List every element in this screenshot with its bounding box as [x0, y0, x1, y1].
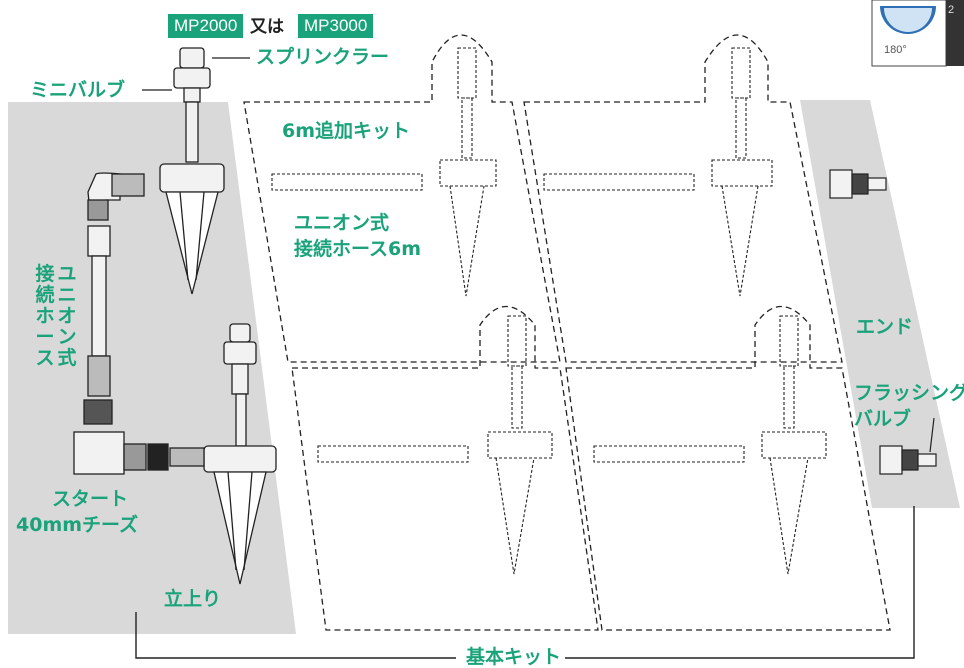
corner-badge: 180° 2	[872, 0, 964, 66]
end-fitting	[829, 169, 887, 199]
mini-valve-label: ミニバルブ	[30, 79, 126, 101]
sprinkler-label: スプリンクラー	[256, 46, 390, 68]
kit-sprinkler-1	[271, 47, 497, 297]
kit-6m-label: 6m追加キット	[282, 120, 411, 142]
riser-1	[159, 47, 225, 295]
riser-label: 立上り	[164, 588, 222, 610]
flushing-valve-fitting	[879, 445, 937, 475]
kit-sprinkler-2	[543, 47, 773, 297]
end-label: エンド	[856, 316, 914, 338]
page-number: 2	[948, 4, 955, 16]
kit-sprinkler-4	[593, 315, 827, 575]
kit-outline-3	[291, 306, 599, 631]
riser-2	[203, 323, 277, 585]
flushing-label-1: フラッシング	[854, 382, 964, 404]
or-label: 又は	[250, 17, 284, 37]
pointer-lines	[142, 57, 935, 453]
basic-kit-label: 基本キット	[462, 646, 566, 668]
basic-kit-bracket	[135, 506, 915, 659]
end-panel	[800, 100, 960, 508]
kit-outline-2	[523, 34, 843, 363]
mp3000-badge: MP3000	[298, 14, 374, 38]
union-hose-label-1: ユニオン式	[294, 212, 390, 234]
start-label-1: スタート	[52, 488, 129, 510]
union-hose-label-2: 接続ホース6m	[294, 238, 422, 260]
nozzle-gauge	[871, 0, 964, 67]
union-hose-vertical-col1: ユニオン式	[57, 263, 77, 369]
kit-sprinkler-3	[317, 315, 553, 575]
kit-outline-1	[243, 34, 561, 363]
union-hose-vertical-col2: 接続ホース	[35, 263, 55, 369]
start-label-2: 40mmチーズ	[16, 514, 139, 536]
start-assembly	[73, 172, 205, 475]
flushing-label-2: バルブ	[854, 408, 912, 430]
add-kit-outlines	[243, 34, 891, 631]
angle-label: 180°	[884, 44, 907, 56]
kit-outline-4	[565, 306, 891, 631]
mp2000-badge: MP2000	[168, 14, 244, 38]
